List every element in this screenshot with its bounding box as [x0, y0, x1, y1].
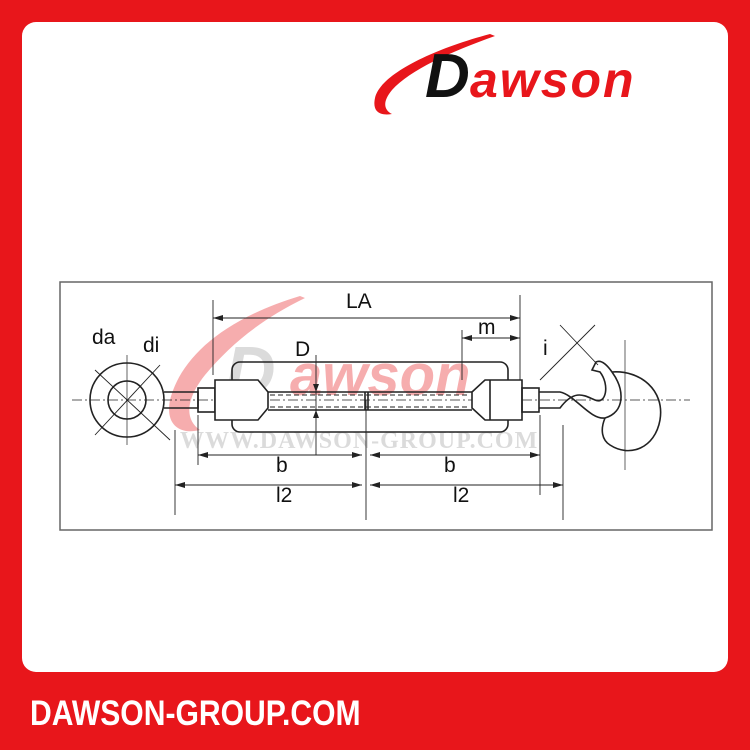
label-D: D	[295, 338, 310, 361]
svg-text:D: D	[425, 42, 470, 111]
label-b-right: b	[444, 454, 456, 477]
diagram-frame	[59, 281, 713, 531]
label-l2-right: l2	[453, 484, 469, 507]
hook	[539, 360, 622, 419]
dimension-arrows	[175, 315, 563, 488]
svg-text:awson: awson	[470, 52, 636, 108]
right-nut	[471, 379, 523, 421]
label-m: m	[478, 316, 496, 339]
left-nut	[214, 379, 269, 421]
dawson-logo: D awson	[374, 34, 636, 115]
label-b-left: b	[276, 454, 288, 477]
footer-website: DAWSON-GROUP.COM	[30, 694, 361, 733]
label-LA: LA	[346, 290, 372, 313]
label-da: da	[92, 326, 116, 349]
label-i: i	[543, 337, 548, 360]
label-di: di	[143, 334, 159, 357]
svg-text:awson: awson	[290, 343, 471, 408]
label-l2-left: l2	[276, 484, 292, 507]
